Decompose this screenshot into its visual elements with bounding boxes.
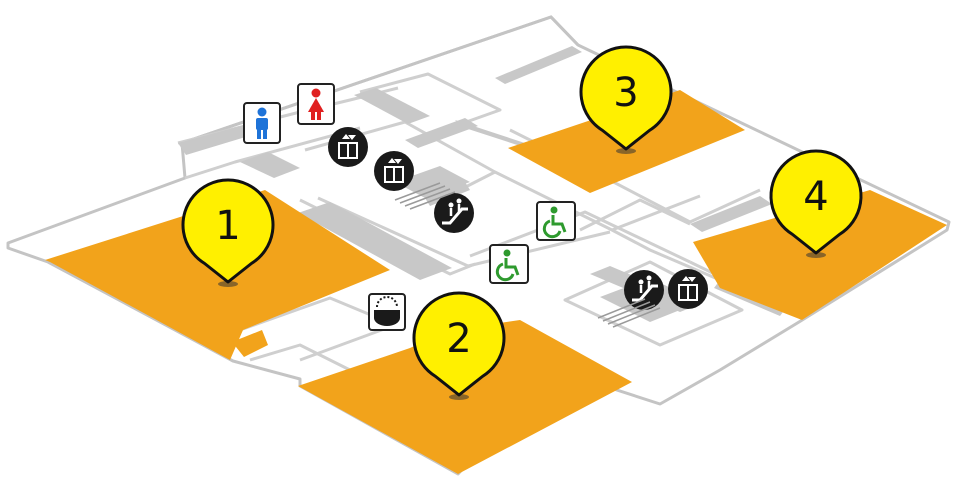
location-pin-2[interactable]: 2 (412, 291, 506, 400)
location-pin-3[interactable]: 3 (579, 45, 673, 154)
location-pins: 1 2 3 4 (181, 45, 863, 400)
elevator-icon[interactable] (374, 151, 414, 191)
womens-restroom-icon[interactable] (297, 83, 335, 125)
pin-label: 1 (215, 203, 240, 249)
pin-shadow (616, 148, 636, 154)
nursing-room-icon[interactable] (368, 293, 406, 331)
pin-shadow (218, 281, 238, 287)
pin-marker (412, 291, 506, 397)
pin-marker (181, 178, 275, 284)
pin-marker (769, 149, 863, 255)
mens-restroom-icon[interactable] (243, 102, 281, 144)
pin-marker (579, 45, 673, 151)
escalator-stairs (394, 182, 661, 328)
pin-label: 2 (446, 316, 471, 362)
location-pin-1[interactable]: 1 (181, 178, 275, 287)
pin-shadow (449, 394, 469, 400)
escalator-icon[interactable] (434, 193, 474, 233)
pin-shadow (806, 252, 826, 258)
escalator-icon[interactable] (624, 270, 664, 310)
location-pin-4[interactable]: 4 (769, 149, 863, 258)
elevator-icon[interactable] (328, 127, 368, 167)
accessible-restroom-icon[interactable] (536, 201, 576, 241)
pin-label: 4 (803, 174, 828, 220)
accessible-restroom-icon[interactable] (489, 244, 529, 284)
shop-zone-1-extension[interactable] (232, 330, 268, 357)
pin-label: 3 (613, 70, 638, 116)
elevator-icon[interactable] (668, 269, 708, 309)
